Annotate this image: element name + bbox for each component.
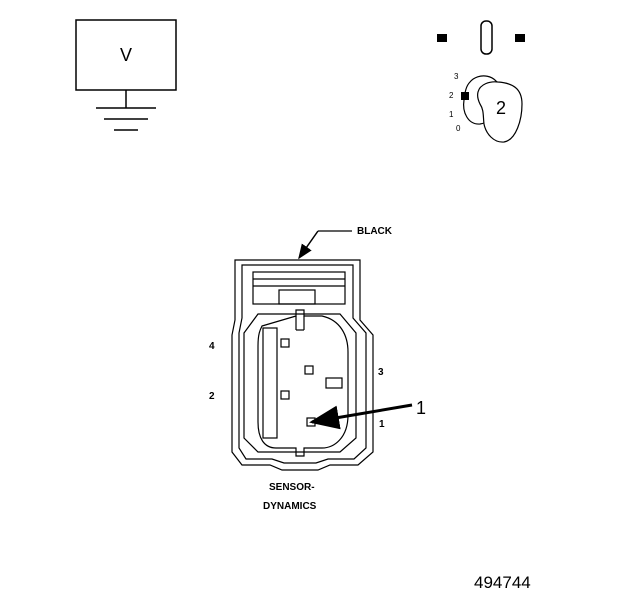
position-2-marker xyxy=(461,92,469,100)
pin-cavity-outline xyxy=(257,309,349,457)
connector-housing xyxy=(231,259,374,471)
ignition-position-3: 3 xyxy=(454,72,459,81)
pin-label-1: 1 xyxy=(379,419,385,430)
pin-label-2: 2 xyxy=(209,391,215,402)
ignition-position-1: 1 xyxy=(449,110,454,119)
connector-color-label: BLACK xyxy=(357,226,392,237)
ignition-key-icon xyxy=(477,81,523,143)
connector-name-line2: DYNAMICS xyxy=(263,501,317,512)
callout-number: 1 xyxy=(416,398,427,418)
ignition-position-2: 2 xyxy=(449,91,454,100)
voltmeter-label: V xyxy=(120,45,133,65)
connector-name-line1: SENSOR- xyxy=(269,482,315,493)
key-slot xyxy=(480,20,493,55)
terminals xyxy=(280,338,316,427)
terminal-3 xyxy=(304,365,314,375)
callout-1-arrow xyxy=(309,403,413,430)
key-slot-right-dot xyxy=(515,34,525,42)
ignition-key-number: 2 xyxy=(496,98,507,118)
voltmeter-symbol xyxy=(75,19,177,131)
locking-tab xyxy=(252,271,346,305)
terminal-4 xyxy=(280,338,290,348)
ignition-position-0: 0 xyxy=(456,124,461,133)
ignition-switch-symbol xyxy=(437,20,525,143)
pin-label-4: 4 xyxy=(209,341,215,352)
figure-number: 494744 xyxy=(474,573,531,592)
key-slot-left-dot xyxy=(437,34,447,42)
black-leader-arrow xyxy=(298,230,319,260)
pin-label-3: 3 xyxy=(378,367,384,378)
terminal-2 xyxy=(280,390,290,400)
